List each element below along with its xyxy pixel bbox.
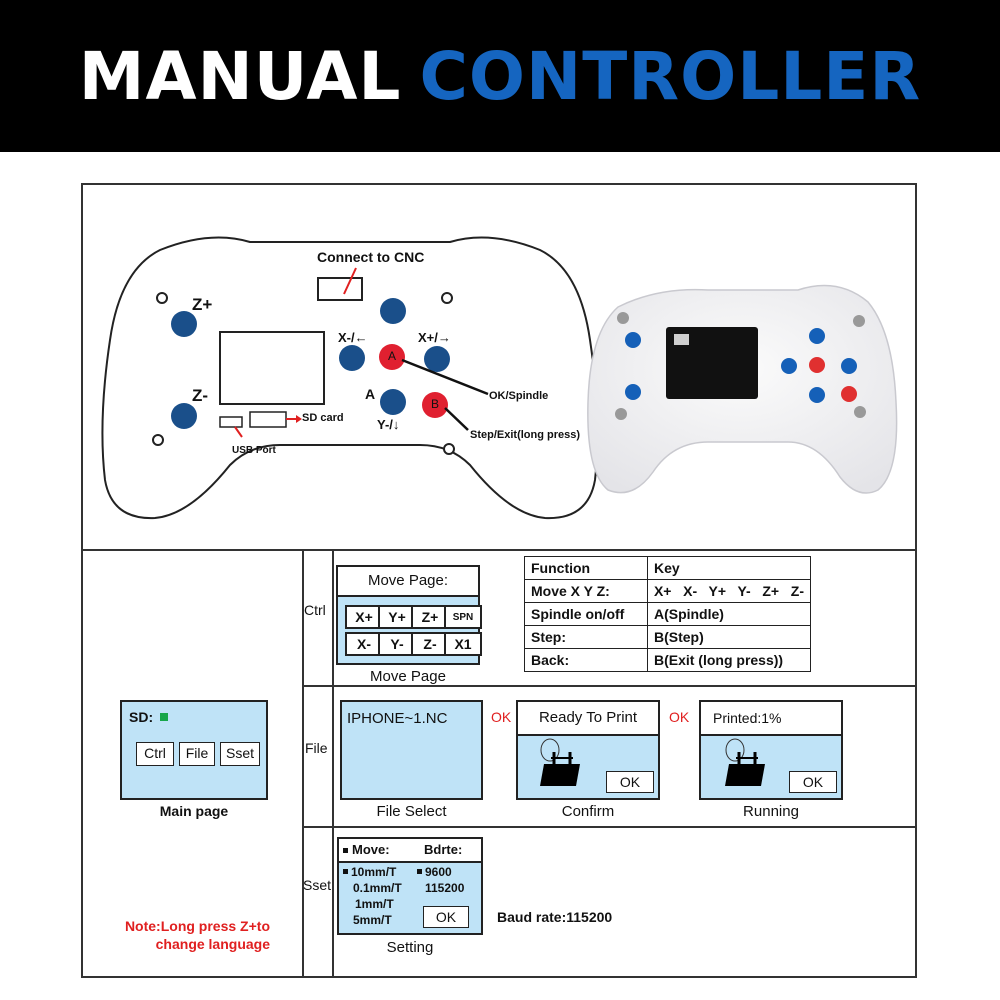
move-option[interactable]: 1mm/T	[355, 897, 394, 911]
table-row: Step: B(Step)	[524, 625, 812, 649]
setting-caption: Setting	[386, 939, 434, 956]
table-row: Spindle on/off A(Spindle)	[524, 602, 812, 626]
button-b-letter: B	[430, 397, 439, 411]
table-cell: B(Step)	[646, 625, 812, 649]
confirm-screen: Ready To Print OK	[516, 700, 660, 800]
main-page-caption: Main page	[159, 803, 229, 819]
table-cell: X+ X- Y+ Y- Z+ Z-	[646, 579, 812, 603]
sset-button[interactable]: Sset	[220, 742, 260, 766]
function-table: Function Key Move X Y Z: X+ X- Y+ Y- Z+ …	[524, 556, 812, 672]
file-select-caption: File Select	[376, 803, 447, 820]
running-title: Printed:1%	[701, 702, 841, 736]
table-row: Back: B(Exit (long press))	[524, 648, 812, 672]
sd-status-indicator	[160, 713, 168, 721]
controller-outline-diagram	[101, 236, 599, 520]
move-page-caption: Move Page	[370, 668, 446, 685]
language-note-line2: change language	[155, 936, 270, 952]
move-option[interactable]: 10mm/T	[351, 865, 397, 879]
key-zplus[interactable]: Z+	[411, 605, 449, 629]
divider-v2	[332, 549, 334, 978]
table-header-function: Function	[524, 556, 648, 580]
divider-row1	[302, 685, 917, 687]
confirm-ok-button[interactable]: OK	[606, 771, 654, 793]
table-row: Move X Y Z: X+ X- Y+ Y- Z+ Z-	[524, 579, 812, 603]
zplus-label: Z+	[192, 295, 213, 314]
running-caption: Running	[743, 803, 799, 820]
sd-card-label: SD card	[302, 412, 344, 424]
table-cell: Back:	[524, 648, 648, 672]
bdrte-header: Bdrte:	[424, 842, 463, 857]
divider-h	[81, 549, 917, 551]
move-option[interactable]: 5mm/T	[353, 913, 392, 927]
table-cell: A(Spindle)	[646, 602, 812, 626]
step-exit-label: Step/Exit(long press)	[470, 429, 581, 441]
controller-product-photo	[587, 284, 898, 494]
setting-screen: Move: Bdrte: 10mm/T 0.1mm/T 1mm/T 5mm/T …	[337, 837, 483, 935]
move-header: Move:	[352, 842, 390, 857]
file-name[interactable]: IPHONE~1.NC	[347, 710, 448, 727]
button-a-letter: A	[387, 349, 396, 363]
language-note: Note:Long press Z+to change language	[110, 917, 270, 953]
xminus-label: X-/←	[338, 330, 368, 345]
move-page-screen: Move Page: X+ Y+ Z+ SPN X- Y- Z- X1	[336, 565, 482, 665]
setting-ok-button[interactable]: OK	[423, 906, 469, 928]
usb-port-label: USB Port	[232, 445, 276, 456]
row-label-sset: Sset	[303, 877, 332, 893]
header-bullet	[343, 848, 348, 853]
key-xminus[interactable]: X-	[345, 632, 383, 656]
cnc-machine-icon	[725, 738, 765, 786]
baud-options: 9600 115200	[425, 864, 464, 896]
divider-row2	[302, 826, 917, 828]
key-yplus[interactable]: Y+	[378, 605, 416, 629]
row-label-ctrl: Ctrl	[304, 602, 326, 618]
title-banner: MANUAL CONTROLLER	[0, 0, 1000, 152]
main-page-screen: SD: Ctrl File Sset	[120, 700, 268, 800]
diagram-frame	[81, 183, 917, 978]
language-note-line1: Note:Long press Z+to	[124, 918, 270, 934]
title-word-manual: MANUAL	[78, 37, 402, 115]
table-header-key: Key	[646, 556, 812, 580]
setting-header: Move: Bdrte:	[339, 839, 481, 863]
row-label-file: File	[305, 740, 328, 756]
baud-rate-note: Baud rate:115200	[497, 909, 613, 925]
zminus-label: Z-	[192, 386, 209, 405]
divider-v1	[302, 549, 304, 978]
title-word-controller: CONTROLLER	[419, 37, 922, 115]
a-side-label: A	[365, 386, 376, 402]
file-select-screen: IPHONE~1.NC	[340, 700, 483, 800]
key-yminus[interactable]: Y-	[378, 632, 416, 656]
xplus-label: X+/→	[418, 330, 451, 345]
key-spn[interactable]: SPN	[444, 605, 482, 629]
table-cell: Move X Y Z:	[524, 579, 648, 603]
ctrl-button[interactable]: Ctrl	[136, 742, 174, 766]
move-selected-bullet	[343, 869, 348, 874]
ok-arrow-2: OK	[669, 709, 690, 725]
table-cell: Step:	[524, 625, 648, 649]
baud-selected-bullet	[417, 869, 422, 874]
running-ok-button[interactable]: OK	[789, 771, 837, 793]
table-header-row: Function Key	[524, 556, 812, 580]
key-x1[interactable]: X1	[444, 632, 482, 656]
table-cell: Spindle on/off	[524, 602, 648, 626]
confirm-title: Ready To Print	[518, 702, 658, 736]
move-page-title: Move Page:	[338, 567, 478, 597]
move-options: 10mm/T 0.1mm/T 1mm/T 5mm/T	[351, 864, 402, 928]
baud-option[interactable]: 9600	[425, 865, 452, 879]
connect-cnc-label: Connect to CNC	[317, 249, 425, 265]
key-xplus[interactable]: X+	[345, 605, 383, 629]
baud-option[interactable]: 115200	[425, 881, 465, 895]
running-screen: Printed:1% OK	[699, 700, 843, 800]
yminus-label: Y-/↓	[377, 417, 400, 432]
cnc-machine-icon	[540, 738, 580, 786]
move-option[interactable]: 0.1mm/T	[353, 881, 402, 895]
sd-status-label: SD:	[129, 709, 154, 725]
ok-spindle-label: OK/Spindle	[489, 390, 549, 402]
key-zminus[interactable]: Z-	[411, 632, 449, 656]
confirm-caption: Confirm	[561, 803, 615, 820]
file-button[interactable]: File	[179, 742, 215, 766]
ok-arrow-1: OK	[491, 709, 512, 725]
table-cell: B(Exit (long press))	[646, 648, 812, 672]
